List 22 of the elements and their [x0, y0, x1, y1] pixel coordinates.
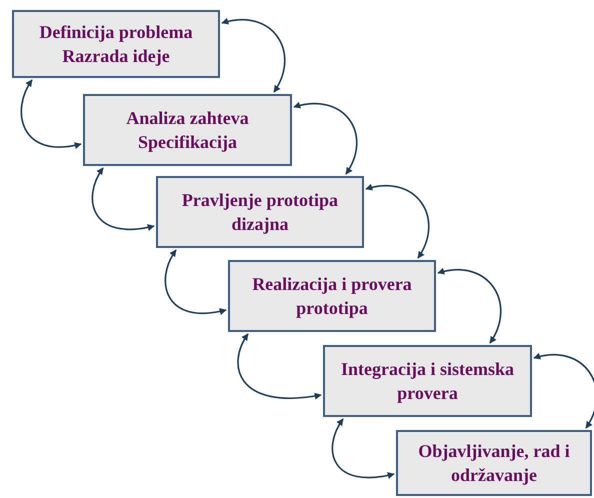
process-box: [156, 176, 364, 248]
curved-arrow: [221, 18, 286, 93]
step-label: Integracija i sistemska provera: [341, 358, 514, 405]
step-label: Pravljenje prototipa dizajna: [180, 189, 340, 236]
curved-arrow: [20, 79, 82, 149]
curved-arrow: [92, 167, 155, 231]
curved-arrow: [332, 418, 395, 479]
process-box: [323, 345, 532, 417]
curved-arrow: [365, 184, 430, 259]
step-label: Definicija problema Razrada ideje: [38, 21, 194, 68]
curved-arrow: [237, 333, 322, 400]
process-box: [12, 10, 220, 78]
step-label: Objavljivanje, rad i održavanje: [417, 440, 571, 487]
step-label: Realizacija i provera prototipa: [251, 273, 413, 320]
curved-arrow: [437, 268, 502, 344]
curved-arrow: [164, 249, 227, 315]
process-box: [83, 94, 292, 166]
process-box: [396, 430, 592, 496]
curved-arrow: [533, 353, 594, 429]
step-label: Analiza zahteva Specifikacija: [125, 107, 250, 154]
curved-arrow: [293, 102, 358, 175]
process-box: [228, 260, 436, 332]
